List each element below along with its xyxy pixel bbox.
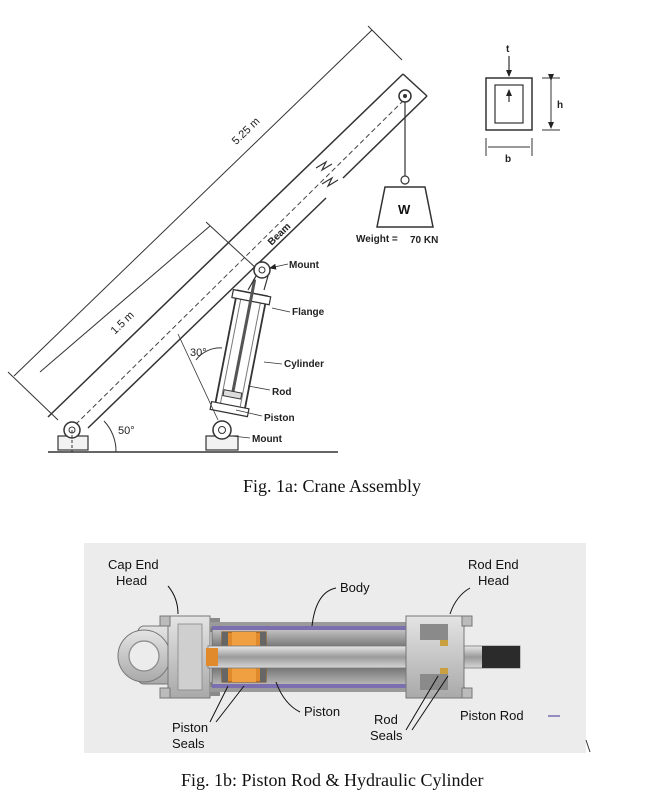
rod-end-head-label-1: Rod End	[468, 557, 519, 572]
piston-seals-label-1: Piston	[172, 720, 208, 735]
piston-seals-label-2: Seals	[172, 736, 205, 751]
piston-rod-label: Piston Rod	[460, 708, 524, 723]
section-t-label: t	[506, 44, 510, 55]
weight-label: Weight =	[356, 234, 398, 245]
base-pivot	[57, 421, 89, 452]
tie-rod-bottom	[210, 687, 465, 692]
cap-end-head-label-1: Cap End	[108, 557, 159, 572]
mount-top-label: Mount	[289, 260, 320, 271]
hydraulic-cylinder-cutaway: Cap End Head Body Rod End Head Piston Se…	[84, 543, 591, 790]
angle-arc-base	[103, 420, 117, 453]
pulley-and-weight: W Weight = 70 KN	[356, 89, 438, 246]
piston-rod-end	[482, 646, 520, 668]
rod-seals-label-1: Rod	[374, 712, 398, 727]
angle-arc-cylinder	[195, 347, 223, 361]
body-label: Body	[340, 580, 370, 595]
rod-seals-label-2: Seals	[370, 728, 403, 743]
piston-label-1b: Piston	[304, 704, 340, 719]
cylinder-label: Cylinder	[284, 359, 324, 370]
weight-symbol: W	[398, 202, 411, 217]
angle-cylinder-label: 30°	[190, 347, 207, 359]
section-b-label: b	[505, 154, 511, 165]
weight-block	[376, 186, 434, 228]
cap-end-head-label-2: Head	[116, 573, 147, 588]
cap-end-eye	[117, 625, 175, 685]
mount-bottom-label: Mount	[252, 434, 283, 445]
weight-value: 70 KN	[410, 235, 438, 246]
beam-cross-section: t h b	[485, 44, 563, 165]
piston-label: Piston	[264, 413, 295, 424]
crane-assembly: 50° 5.25 m 1.5 m Beam	[7, 25, 438, 496]
angle-base-label: 50°	[118, 425, 135, 437]
cylinder-axis-line	[177, 333, 219, 421]
section-h-label: h	[557, 100, 563, 111]
cylinder-bottom-mount	[205, 420, 239, 451]
rod-end-head-label-2: Head	[478, 573, 509, 588]
fig1a-caption: Fig. 1a: Crane Assembly	[243, 476, 421, 496]
beam	[47, 73, 428, 431]
rod-label: Rod	[272, 387, 291, 398]
cylinder-top-mount	[247, 261, 271, 291]
hydraulic-cylinder	[209, 279, 272, 418]
fig1b-caption: Fig. 1b: Piston Rod & Hydraulic Cylinder	[181, 770, 484, 790]
piston-rod	[207, 645, 521, 669]
tie-rod-top	[210, 622, 465, 627]
dimension-total: 5.25 m	[7, 25, 403, 421]
flange-label: Flange	[292, 307, 325, 318]
rod-end-head	[405, 615, 473, 699]
